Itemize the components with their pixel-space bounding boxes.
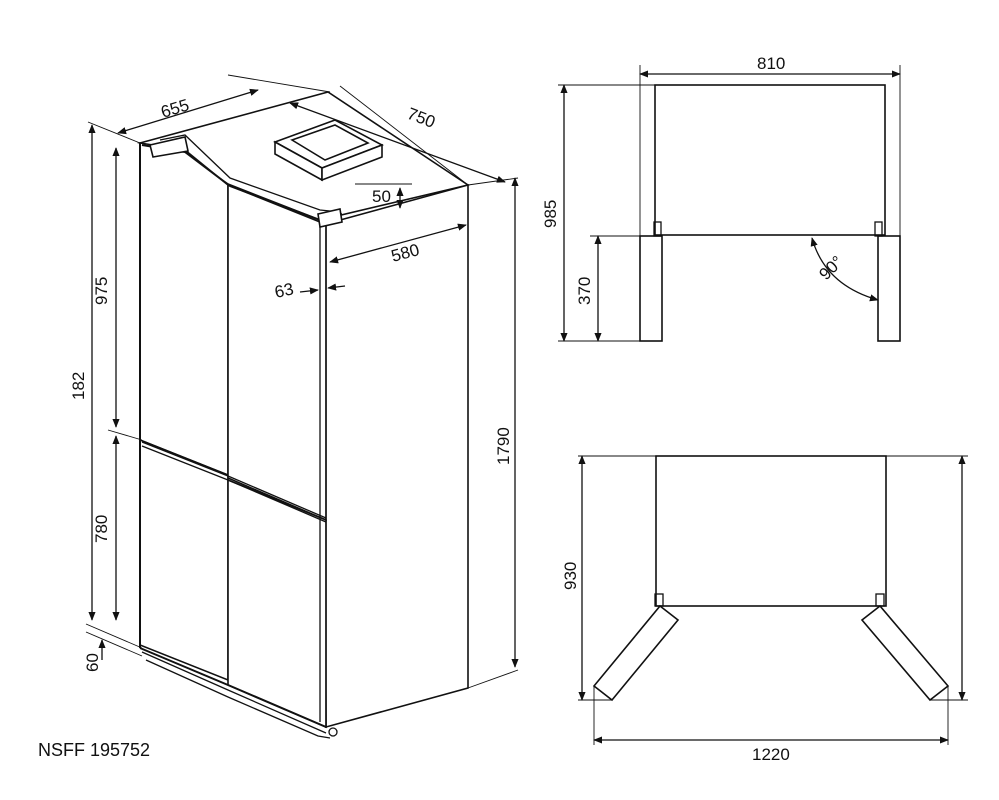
- middle-seam-2: [141, 445, 327, 523]
- dim-655: 655: [159, 95, 192, 121]
- top-view-left-door: [639, 235, 663, 342]
- right-hinge: [317, 208, 343, 228]
- fridge-perspective: [136, 91, 470, 739]
- dim-182: 182: [69, 372, 88, 400]
- plan-view-left-hinge: [654, 593, 664, 607]
- dim-810: 810: [757, 54, 785, 73]
- dim-63: 63: [273, 279, 295, 302]
- left-upper-door: [139, 142, 229, 477]
- left-lower-door: [139, 438, 229, 682]
- fridge-right-side: [321, 183, 469, 729]
- dim-780: 780: [92, 515, 111, 543]
- door-top-edge-2: [159, 134, 341, 213]
- right-lower-door: [227, 478, 327, 729]
- plan-view-right-door: [860, 604, 950, 702]
- bottom-plinth: [141, 651, 327, 734]
- foot-wheel: [328, 727, 338, 737]
- bottom-plinth-2: [145, 659, 331, 739]
- top-view-left-hinge: [653, 221, 662, 237]
- dim-985: 985: [541, 200, 560, 228]
- dim-750: 750: [405, 104, 438, 132]
- left-hinge: [149, 136, 189, 158]
- dim-1790: 1790: [494, 427, 513, 465]
- top-view-right-hinge: [874, 221, 883, 237]
- top-view-body: [654, 84, 886, 236]
- plan-view-body: [655, 455, 887, 607]
- bottom-front-edge: [139, 647, 327, 728]
- plan-view-right-hinge: [875, 593, 885, 607]
- dim-1220: 1220: [752, 745, 790, 764]
- dim-975: 975: [92, 277, 111, 305]
- dim-50: 50: [372, 187, 391, 206]
- dim-930: 930: [561, 562, 580, 590]
- dim-370: 370: [575, 277, 594, 305]
- perspective-dimensions: [85, 74, 519, 689]
- dim-60: 60: [83, 653, 102, 672]
- plan-view: [578, 455, 968, 745]
- model-label: NSFF 195752: [38, 740, 151, 760]
- top-view-right-door: [877, 235, 901, 342]
- right-upper-door: [227, 183, 327, 522]
- middle-seam: [141, 441, 327, 519]
- plan-view-left-door: [592, 604, 680, 702]
- top-view: [558, 65, 901, 342]
